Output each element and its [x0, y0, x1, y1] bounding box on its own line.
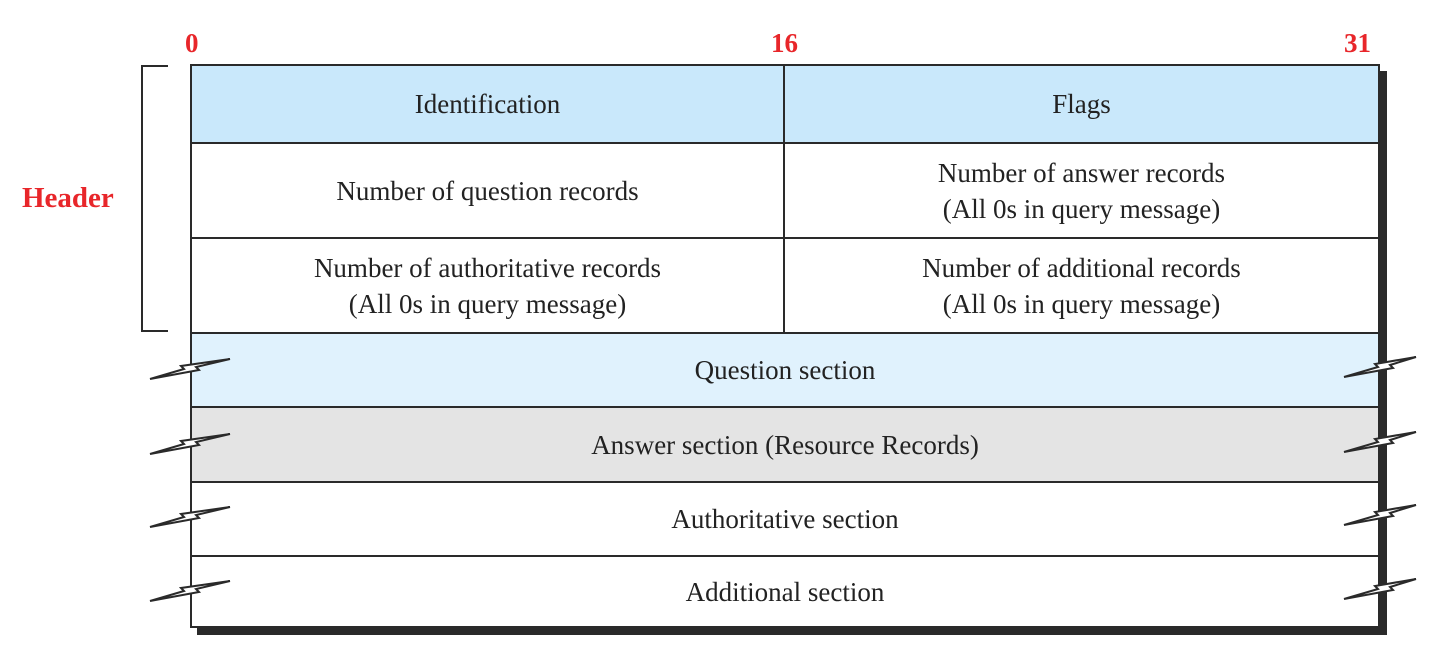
authoritative-section: Authoritative section [192, 481, 1378, 555]
header-row-authoritative-additional: Number of authoritative records (All 0s … [192, 237, 1378, 332]
bit-label-0: 0 [185, 28, 199, 58]
authoritative-section-label: Authoritative section [671, 504, 899, 534]
flags-label: Flags [1052, 89, 1111, 119]
additional-section: Additional section [192, 555, 1378, 626]
break-mark-right-additional [1343, 578, 1417, 600]
answer-section-label: Answer section (Resource Records) [591, 429, 979, 460]
flags-field: Flags [785, 66, 1378, 142]
question-section-label: Question section [694, 355, 876, 385]
dns-message-format: Identification Flags Number of question … [190, 64, 1380, 628]
answer-records-note: (All 0s in query message) [942, 193, 1221, 224]
bit-label-16: 16 [771, 28, 798, 58]
question-section: Question section [192, 332, 1378, 406]
header-bracket [141, 65, 168, 332]
answer-records-field: Number of answer records (All 0s in quer… [785, 144, 1378, 237]
break-mark-left-additional [149, 580, 231, 602]
question-records-label: Number of question records [336, 175, 639, 206]
authoritative-section-cell: Authoritative section [192, 483, 1378, 555]
additional-section-label: Additional section [685, 576, 885, 607]
authoritative-records-note: (All 0s in query message) [348, 288, 627, 319]
additional-section-cell: Additional section [192, 557, 1378, 626]
additional-records-field: Number of additional records (All 0s in … [785, 239, 1378, 332]
authoritative-records-label: Number of authoritative records [313, 252, 662, 283]
additional-records-note: (All 0s in query message) [942, 288, 1221, 319]
break-mark-left-authoritative [149, 506, 231, 528]
answer-records-label: Number of answer records [937, 157, 1226, 188]
identification-label: Identification [414, 89, 561, 119]
break-mark-left-answer [149, 433, 231, 455]
identification-field: Identification [192, 66, 785, 142]
bit-label-31: 31 [1344, 28, 1371, 58]
header-label: Header [22, 182, 114, 214]
header-row-identification-flags: Identification Flags [192, 66, 1378, 142]
question-section-cell: Question section [192, 334, 1378, 406]
break-mark-right-answer [1343, 431, 1417, 453]
break-mark-right-question [1343, 356, 1417, 378]
break-mark-right-authoritative [1343, 504, 1417, 526]
break-mark-left-question [149, 358, 231, 380]
authoritative-records-field: Number of authoritative records (All 0s … [192, 239, 785, 332]
answer-section-cell: Answer section (Resource Records) [192, 408, 1378, 481]
header-row-question-answer: Number of question records Number of ans… [192, 142, 1378, 237]
question-records-field: Number of question records [192, 144, 785, 237]
answer-section: Answer section (Resource Records) [192, 406, 1378, 481]
additional-records-label: Number of additional records [922, 252, 1241, 283]
